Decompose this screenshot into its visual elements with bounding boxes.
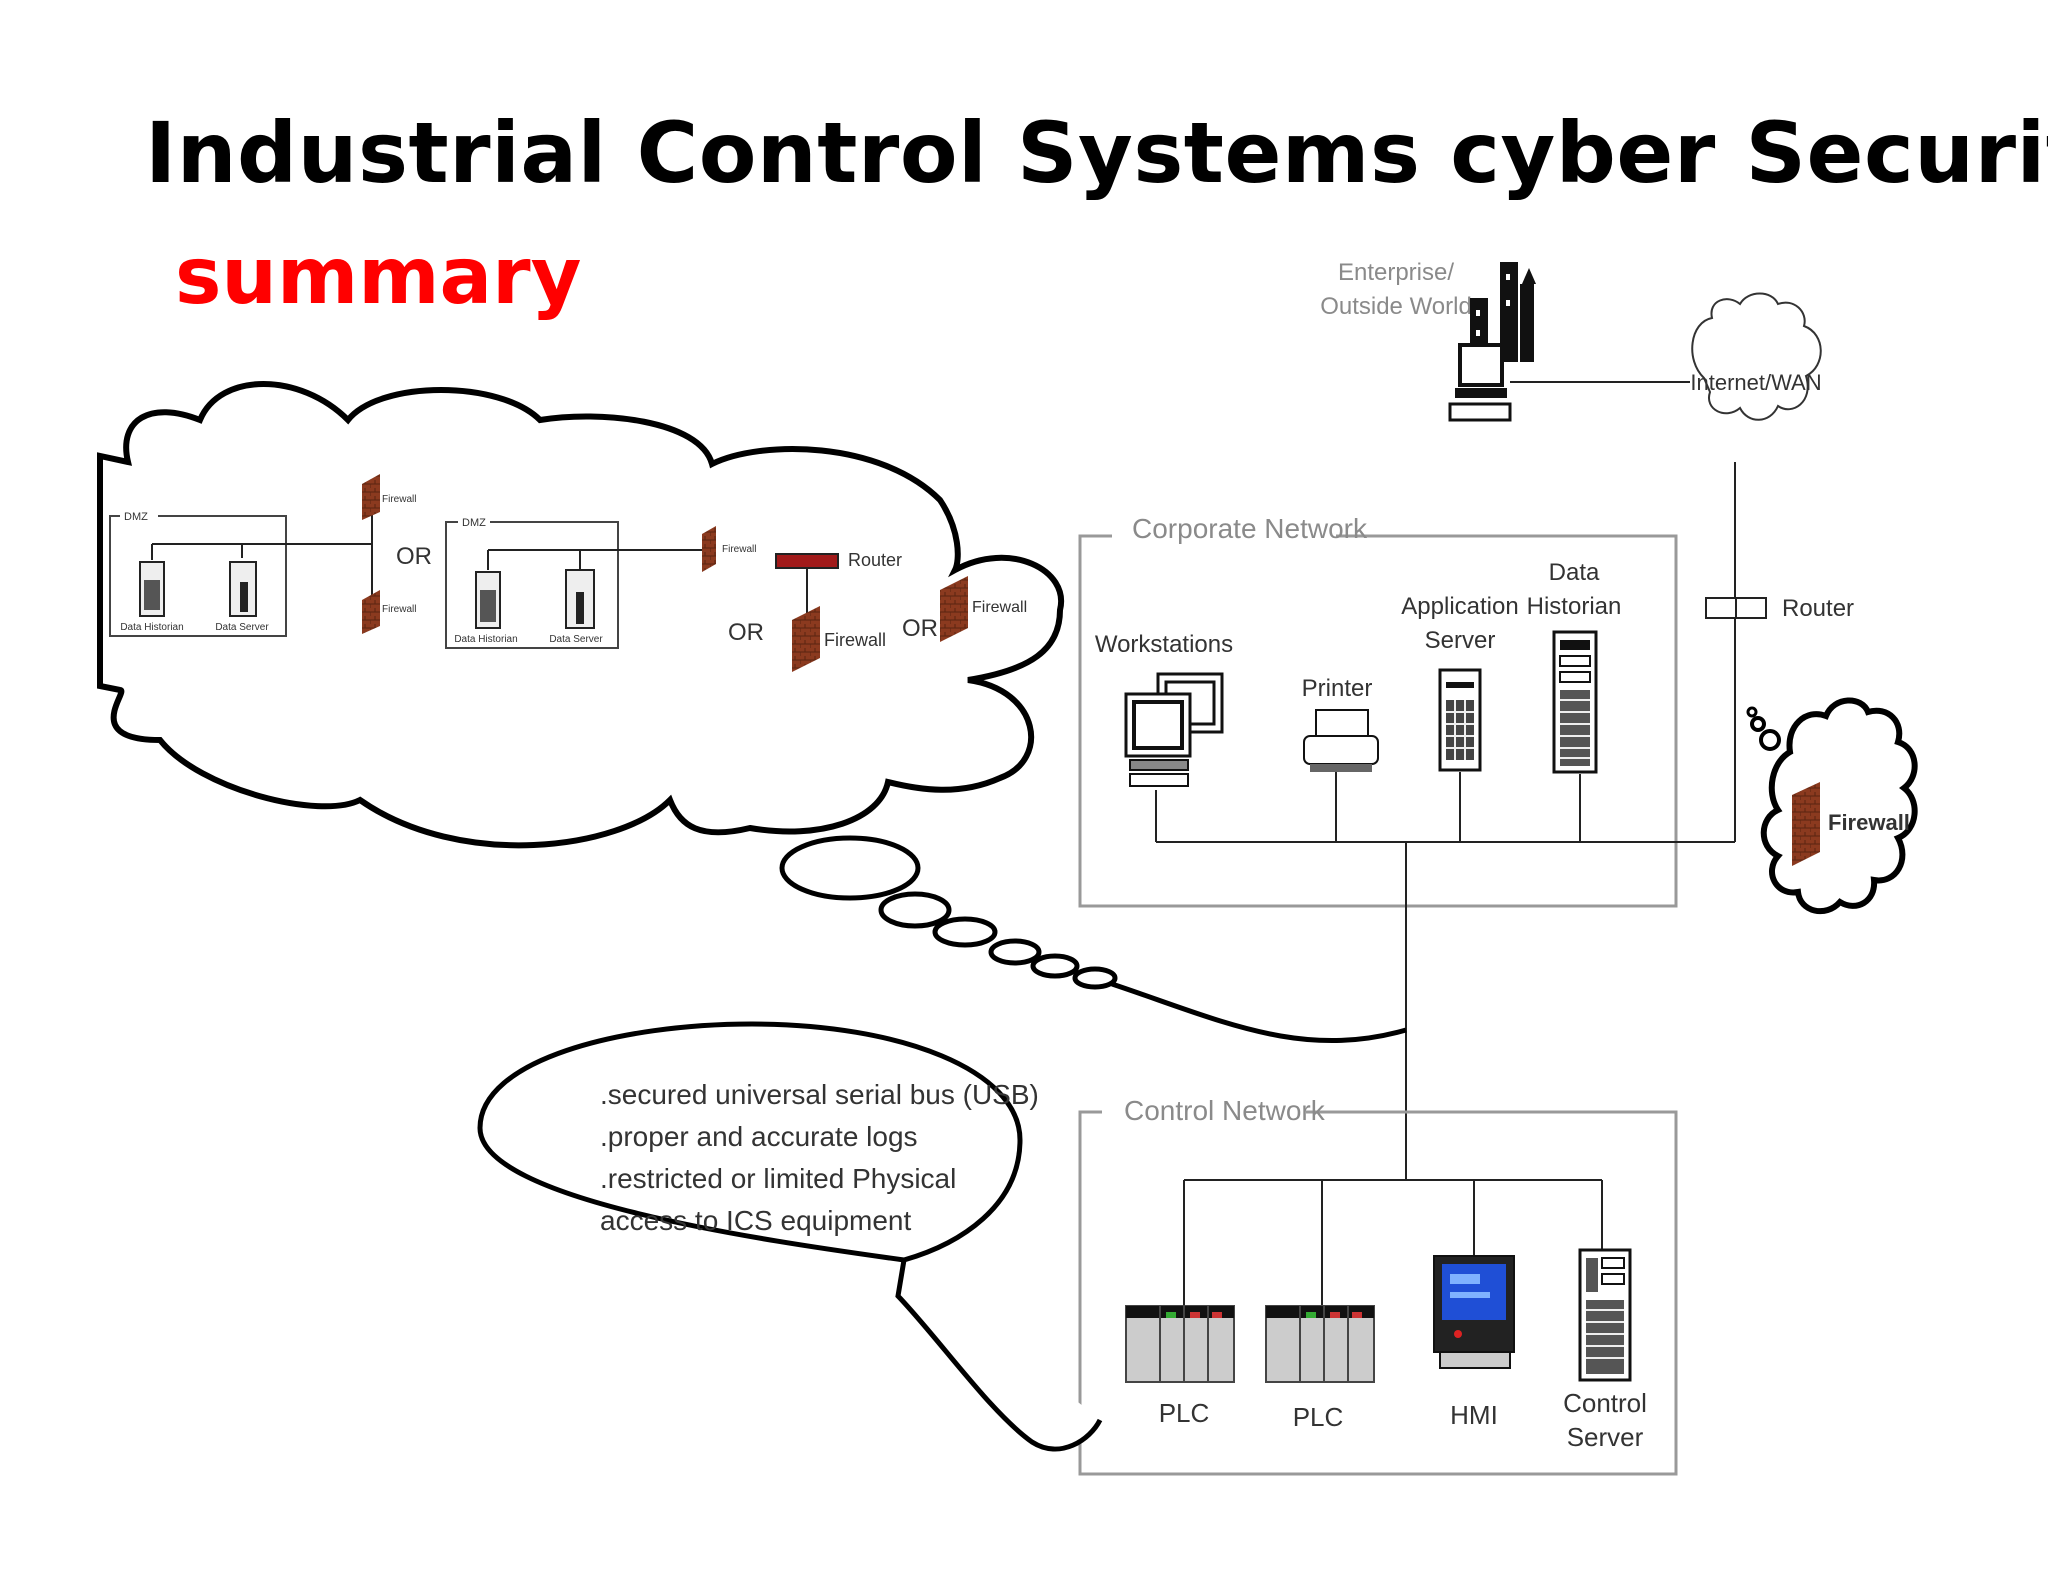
printer-label: Printer [1302, 675, 1373, 702]
bubble-line-3: .restricted or limited Physical [600, 1163, 956, 1194]
dmz-firewall-right-label: Firewall [972, 599, 1027, 616]
enterprise-label-1: Enterprise/ [1338, 259, 1454, 286]
dmz-firewall-top-label: Firewall [382, 494, 416, 505]
workstations-label: Workstations [1095, 631, 1233, 658]
thought-trail [779, 835, 1407, 1043]
app-server-label-2: Server [1425, 627, 1496, 654]
control-bus [1183, 1179, 1603, 1306]
printer-icon [1303, 709, 1379, 772]
router-label: Router [1782, 595, 1854, 622]
control-server-label-1: Control [1563, 1388, 1647, 1418]
dmz-firewall-icon [792, 606, 820, 672]
slide-subtitle: summary [175, 232, 582, 322]
dmz-router-icon [775, 553, 839, 569]
bubble-line-1: .secured universal serial bus (USB) [600, 1079, 1039, 1110]
city-buildings-icon [1470, 262, 1536, 362]
dmz-firewall-right-icon [940, 576, 968, 642]
plc-2-icon [1265, 1305, 1375, 1383]
data-historian-icon [1552, 630, 1598, 774]
corporate-network-box: Corporate Network Workstations Printer A… [1078, 513, 1735, 908]
dmz-firewall-mid-icon [702, 526, 716, 572]
bubble-line-4: access to ICS equipment [600, 1205, 911, 1236]
dmz-firewall-label: Firewall [824, 630, 886, 650]
or-label-1: OR [396, 543, 432, 570]
plc-1-label: PLC [1159, 1398, 1210, 1428]
dmz-firewall-bottom-label: Firewall [382, 604, 416, 615]
hmi-label: HMI [1450, 1400, 1498, 1430]
data-historian-label-1: Data [1549, 559, 1600, 586]
dmz-firewall-top-icon [362, 474, 380, 520]
or-label-3: OR [902, 615, 938, 642]
application-server-icon [1438, 668, 1482, 772]
firewall-label: Firewall [1828, 810, 1910, 835]
hmi-icon [1433, 1255, 1515, 1369]
data-historian-label-2: Historian [1527, 593, 1622, 620]
bubble-line-2: .proper and accurate logs [600, 1121, 918, 1152]
internet-wan-cloud: Internet/WAN [1690, 292, 1822, 421]
control-network-label: Control Network [1124, 1095, 1326, 1126]
dmz-2-server-icon [565, 569, 595, 629]
dmz-box-2: DMZ Data Historian Data Server [445, 517, 712, 649]
dmz-1-historian-label: Data Historian [120, 622, 183, 633]
dmz-1-label: DMZ [124, 511, 148, 523]
workstations-icon [1124, 672, 1224, 787]
enterprise-computer-icon [1448, 343, 1512, 422]
enterprise-label-2: Outside World [1320, 293, 1472, 320]
router-group: Router [1705, 595, 1854, 622]
corporate-network-label: Corporate Network [1132, 513, 1368, 544]
corporate-bus [1155, 772, 1735, 843]
firewall-cloud: Firewall [1746, 697, 1918, 914]
dmz-1-server-label: Data Server [215, 622, 269, 633]
control-network-box: Control Network PLC PLC [1078, 1095, 1678, 1476]
dmz-firewall-bottom-icon [362, 590, 380, 634]
dmz-router-label: Router [848, 550, 902, 570]
internet-wan-label: Internet/WAN [1690, 370, 1821, 395]
or-label-2: OR [728, 619, 764, 646]
speech-bubble: .secured universal serial bus (USB) .pro… [477, 1021, 1103, 1452]
app-server-label-1: Application [1401, 593, 1518, 620]
dmz-firewall-mid-label: Firewall [722, 544, 756, 555]
firewall-icon [1792, 782, 1820, 866]
dmz-2-historian-label: Data Historian [454, 634, 517, 645]
dmz-thought-cloud: DMZ Data Historian Data Server Firewall … [97, 381, 1407, 1043]
plc-2-label: PLC [1293, 1402, 1344, 1432]
control-server-icon [1578, 1248, 1632, 1382]
dmz-2-label: DMZ [462, 517, 486, 529]
enterprise-group: Enterprise/ Outside World [1320, 259, 1536, 422]
control-server-label-2: Server [1567, 1422, 1644, 1452]
plc-1-icon [1125, 1305, 1235, 1383]
slide-title: Industrial Control Systems cyber Securit… [145, 104, 2048, 202]
dmz-box-1: DMZ Data Historian Data Server [109, 511, 372, 637]
dmz-2-server-label: Data Server [549, 634, 603, 645]
